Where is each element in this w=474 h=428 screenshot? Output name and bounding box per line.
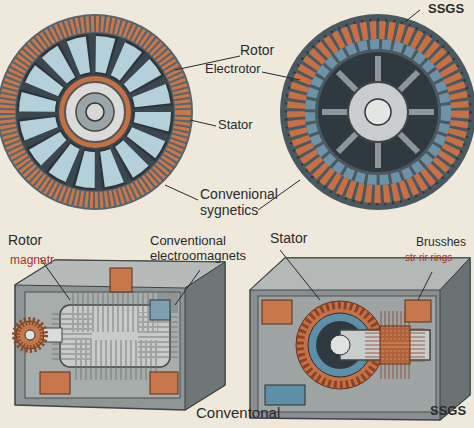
rotor-disc [0, 14, 193, 210]
part-label: Stator [218, 118, 278, 133]
leader-lines [40, 10, 432, 305]
part-label: magnatr [10, 254, 80, 268]
ssgs-motor [250, 258, 470, 420]
part-label: Rotor [8, 232, 68, 248]
part-label: Stator [270, 230, 330, 246]
part-label: Electrotor [205, 62, 285, 77]
part-label: Rotor [240, 42, 300, 58]
part-label: Conventonal [196, 404, 296, 421]
part-label: SSGS [428, 2, 474, 17]
stator-ring [280, 14, 474, 210]
conventional-motor [15, 260, 225, 410]
part-label: Conventional electroomagnets [150, 234, 268, 264]
part-label: str rir rings [405, 252, 474, 264]
part-label: SSGS [430, 404, 474, 419]
part-label: Brusshes [416, 236, 474, 250]
part-label: Convenional sygnetics [200, 186, 312, 218]
